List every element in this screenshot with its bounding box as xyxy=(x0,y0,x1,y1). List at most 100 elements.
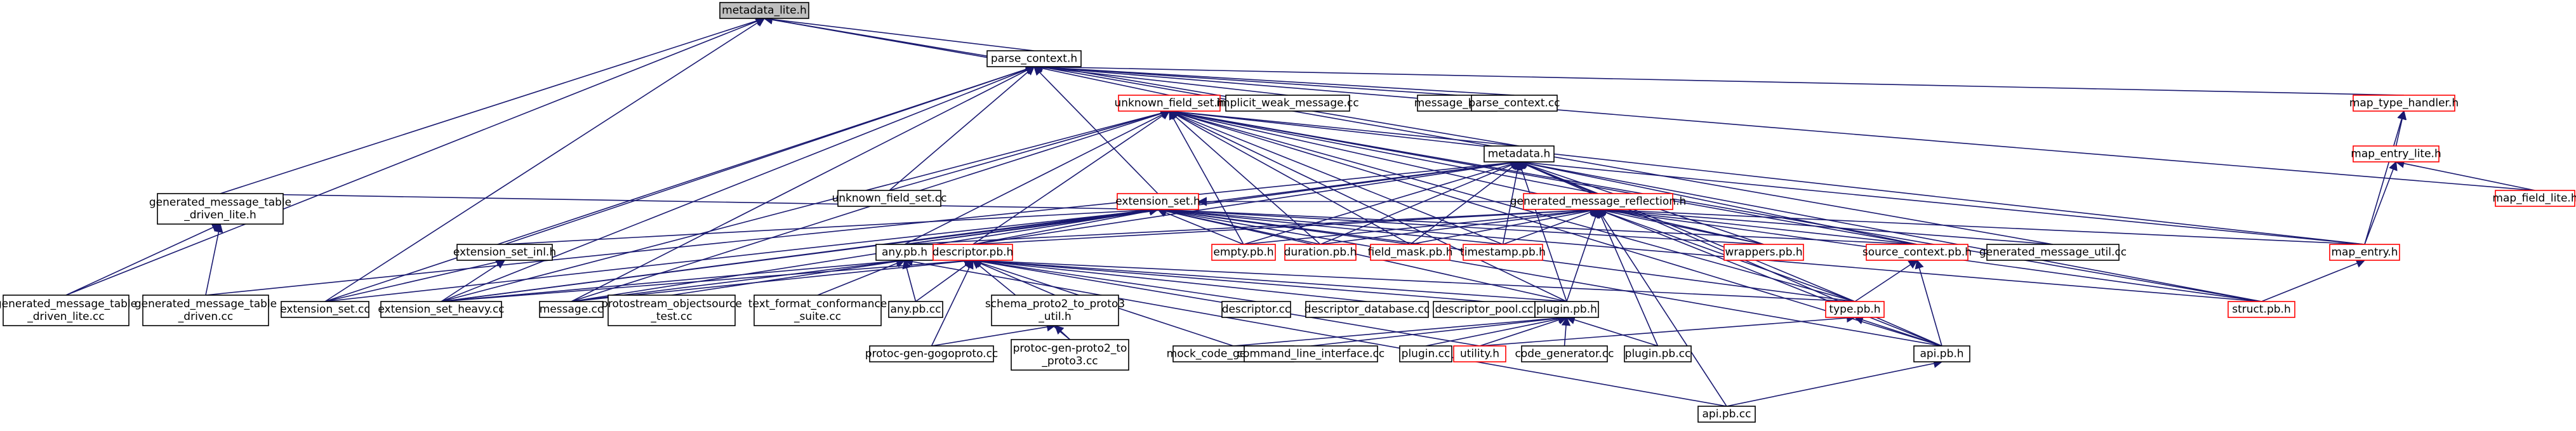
node-label: _driven_lite.cc xyxy=(27,310,104,323)
node-label: code_generator.cc xyxy=(1515,348,1614,361)
node-metadata-lite[interactable]: metadata_lite.h xyxy=(719,2,809,19)
edge-parse_context-to-map_type_handler xyxy=(1033,62,2405,96)
node-box xyxy=(2329,244,2400,261)
node-label: command_line_interface.cc xyxy=(1237,348,1384,361)
node-box xyxy=(1521,345,1608,362)
edge-plugin_pb_h-to-cli_cc xyxy=(1310,314,1568,347)
edge-parse_context-to-message_lite_cc xyxy=(1033,62,1457,96)
node-map-type-handler[interactable]: map_type_handler.h xyxy=(2349,95,2459,112)
node-gmt-driven-lite-cc[interactable]: generated_message_table_driven_lite.cc xyxy=(0,295,137,326)
edge-extension_set-to-descriptor_pb_h xyxy=(973,206,1159,245)
node-box xyxy=(991,295,1119,326)
edge-metadata-to-empty_pb xyxy=(1243,159,1520,245)
node-code-generator-cc[interactable]: code_generator.cc xyxy=(1515,345,1614,362)
edge-api_pb_h-to-api_pb_cc xyxy=(1726,359,1943,407)
node-source-context-pb[interactable]: source_context.pb.h xyxy=(1862,244,1972,261)
node-protostream-test[interactable]: protostream_objectsource_test.cc xyxy=(601,295,742,326)
node-gmt-driven-lite-h[interactable]: generated_message_table_driven_lite.h xyxy=(149,193,291,225)
node-box xyxy=(1697,406,1756,423)
node-duration-pb[interactable]: duration.pb.h xyxy=(1284,244,1357,261)
node-type-pb[interactable]: type.pb.h xyxy=(1825,301,1885,318)
edge-descriptor_pb_h-to-plugin_pb_h xyxy=(972,256,1567,302)
node-label: protoc-gen-gogoproto.cc xyxy=(865,348,999,361)
node-extension-set-heavy-cc[interactable]: extension_set_heavy.cc xyxy=(378,301,505,318)
node-gmt-driven-cc[interactable]: generated_message_table_driven.cc xyxy=(135,295,277,326)
node-label: extension_set.cc xyxy=(280,303,369,316)
node-protoc-gogoproto[interactable]: protoc-gen-gogoproto.cc xyxy=(865,345,999,362)
node-schema-proto2-util[interactable]: schema_proto2_to_proto3_util.h xyxy=(985,295,1125,326)
node-gm-util-cc[interactable]: generated_message_util.cc xyxy=(1979,244,2127,261)
node-parse-context-cc[interactable]: parse_context.cc xyxy=(1468,95,1560,112)
node-box xyxy=(1284,244,1357,261)
node-box xyxy=(1913,345,1970,362)
node-map-field-lite[interactable]: map_field_lite.h xyxy=(2492,190,2576,207)
node-message-cc[interactable]: message.cc xyxy=(539,301,604,318)
edge-source_context_pb-to-type_pb xyxy=(1854,260,1918,302)
node-label: map_entry_lite.h xyxy=(2351,148,2441,161)
node-timestamp-pb[interactable]: timestamp.pb.h xyxy=(1460,244,1546,261)
node-map-entry[interactable]: map_entry.h xyxy=(2329,244,2400,261)
edge-generated_message_reflection-to-gm_util_cc xyxy=(1597,205,2054,245)
edge-schema_proto2_util-to-protoc_proto2_to_proto3 xyxy=(1054,325,1071,340)
node-unknown-field-set[interactable]: unknown_field_set.h xyxy=(1114,95,1225,112)
node-api-pb-cc[interactable]: api.pb.cc xyxy=(1697,406,1756,423)
node-label: _suite.cc xyxy=(793,310,841,323)
node-wrappers-pb[interactable]: wrappers.pb.h xyxy=(1723,244,1804,261)
node-metadata[interactable]: metadata.h xyxy=(1484,145,1555,162)
edge-metadata-to-type_pb xyxy=(1518,161,1856,302)
node-box xyxy=(1723,244,1804,261)
node-descriptor-pool-cc[interactable]: descriptor_pool.cc xyxy=(1433,301,1536,318)
node-cli-cc[interactable]: command_line_interface.cc xyxy=(1237,345,1384,362)
edge-descriptor_pb_h-to-descriptor_pool_cc xyxy=(972,256,1485,302)
edge-parse_context-to-map_field_lite xyxy=(1033,62,2535,191)
node-extension-set-cc[interactable]: extension_set.cc xyxy=(280,301,370,318)
node-extension-set[interactable]: extension_set.h xyxy=(1115,193,1200,210)
node-box xyxy=(2353,145,2440,162)
edge-map_type_handler-to-map_entry xyxy=(2364,110,2407,245)
node-label: metadata.h xyxy=(1488,148,1551,161)
node-label: plugin.cc xyxy=(1402,348,1451,361)
node-map-entry-lite[interactable]: map_entry_lite.h xyxy=(2351,145,2441,162)
node-box xyxy=(869,345,994,362)
node-box xyxy=(1305,301,1429,318)
node-label: any.pb.h xyxy=(882,246,927,259)
node-extension-set-inl[interactable]: extension_set_inl.h xyxy=(453,244,556,261)
node-descriptor-cc[interactable]: descriptor.cc xyxy=(1221,301,1291,318)
node-label: _test.cc xyxy=(650,310,692,323)
dependency-edges xyxy=(65,15,2535,407)
edge-any_pb_h-to-protostream_test xyxy=(671,256,906,296)
edge-metadata-to-descriptor_pb_h xyxy=(973,158,1520,245)
node-label: _driven.cc xyxy=(178,310,233,323)
node-box xyxy=(1523,193,1673,210)
node-text-format-suite[interactable]: text_format_conformance_suite.cc xyxy=(748,295,887,326)
node-descriptor-pb-h[interactable]: descriptor.pb.h xyxy=(933,244,1014,261)
node-generated-message-reflection[interactable]: generated_message_reflection.h xyxy=(1510,193,1687,210)
node-struct-pb[interactable]: struct.pb.h xyxy=(2227,301,2295,318)
edge-any_pb_h-to-message_cc xyxy=(571,256,906,302)
node-descriptor-database-cc[interactable]: descriptor_database.cc xyxy=(1305,301,1430,318)
edge-unknown_field_set-to-metadata xyxy=(1168,107,1520,147)
node-label: protostream_objectsource xyxy=(601,298,742,310)
node-parse-context[interactable]: parse_context.h xyxy=(986,50,1082,67)
node-protoc-proto2-to-proto3[interactable]: protoc-gen-proto2_to_proto3.cc xyxy=(1011,339,1129,371)
node-implicit-weak-message[interactable]: implicit_weak_message.cc xyxy=(1216,95,1359,112)
node-empty-pb[interactable]: empty.pb.h xyxy=(1211,244,1276,261)
node-any-pb-cc[interactable]: any.pb.cc xyxy=(888,301,943,318)
node-plugin-pb-cc[interactable]: plugin.pb.cc xyxy=(1624,345,1692,362)
node-plugin-cc[interactable]: plugin.cc xyxy=(1399,345,1452,362)
edge-unknown_field_set-to-generated_message_reflection xyxy=(1168,108,1598,194)
node-box xyxy=(1244,345,1378,362)
node-box xyxy=(456,244,553,261)
node-api-pb-h[interactable]: api.pb.h xyxy=(1913,345,1970,362)
node-any-pb-h[interactable]: any.pb.h xyxy=(875,244,934,261)
edge-map_entry_lite-to-map_field_lite xyxy=(2395,159,2535,191)
node-unknown-field-set-cc[interactable]: unknown_field_set.cc xyxy=(832,190,947,207)
node-label: map_entry.h xyxy=(2332,246,2398,259)
edge-extension_set-to-extension_set_inl xyxy=(504,205,1159,245)
node-plugin-pb-h[interactable]: plugin.pb.h xyxy=(1534,301,1599,318)
node-box xyxy=(1118,95,1221,112)
node-utility[interactable]: utility.h xyxy=(1453,345,1506,362)
node-field-mask-pb[interactable]: field_mask.pb.h xyxy=(1367,244,1453,261)
edge-generated_message_reflection-to-api_pb_h xyxy=(1597,208,1942,347)
